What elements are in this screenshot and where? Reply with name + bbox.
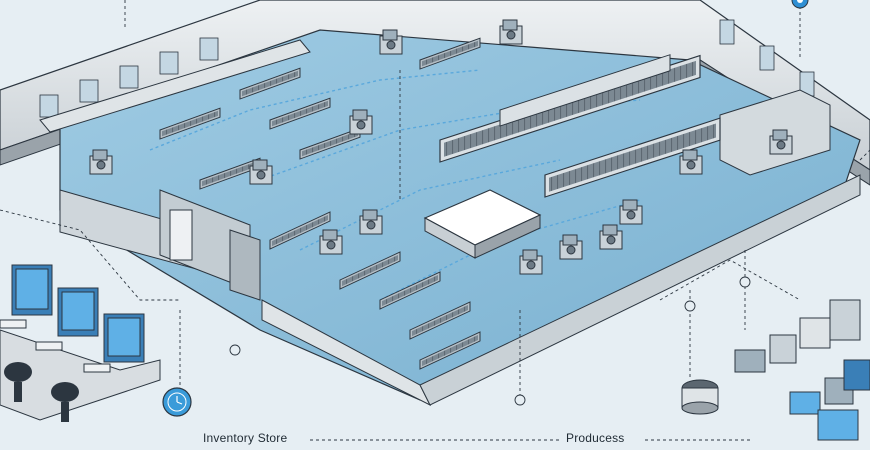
callout-nodes: [229, 276, 751, 406]
partition-walls: [39, 39, 861, 407]
door: [169, 209, 193, 261]
machine-cluster-icon: [734, 299, 870, 441]
conveyor-lines: [159, 37, 721, 370]
sensor-node-icon: [791, 0, 809, 9]
computer-workstation-icon: [0, 264, 161, 422]
inspection-table: [423, 189, 542, 259]
inventory-store-label: Inventory Store: [203, 431, 288, 445]
producess-label: Producess: [566, 431, 625, 445]
robot-unit-icon: [681, 379, 719, 415]
clock-node-icon: [162, 387, 192, 417]
office-chairs: [4, 362, 79, 422]
